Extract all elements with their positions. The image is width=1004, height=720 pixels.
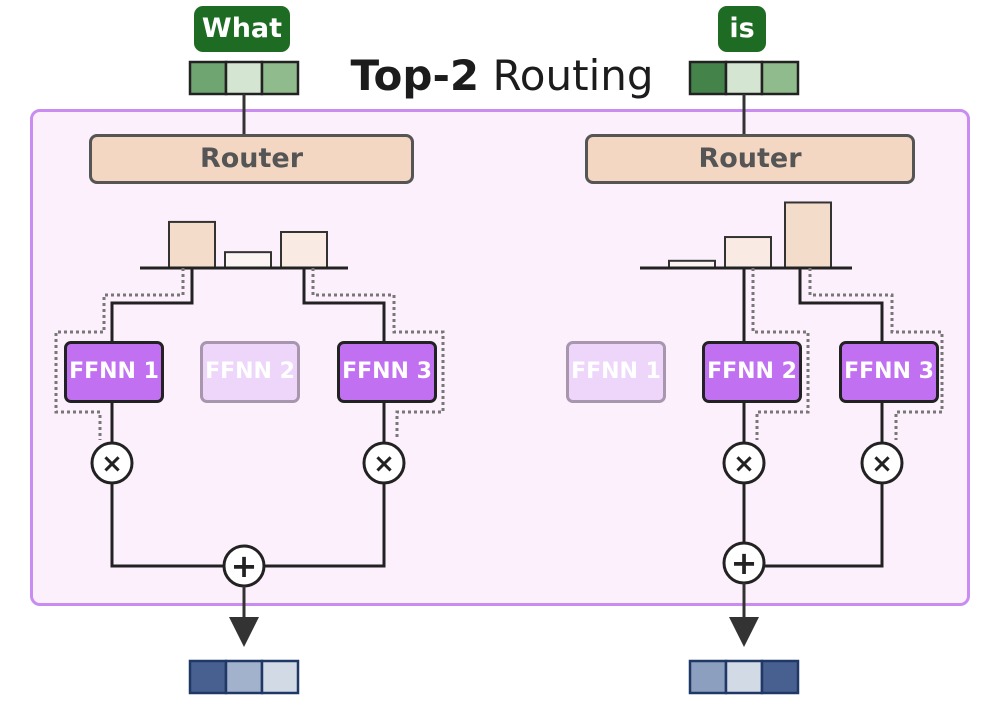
input-cell [260, 60, 300, 96]
token-label-what: What [194, 6, 290, 52]
router-prob-bar-expert-1 [168, 220, 216, 269]
routing-path-right [742, 268, 884, 568]
expert-label: FFNN 1 [571, 359, 661, 384]
expert-ffnn3-left: FFNN 3 [337, 341, 437, 403]
expert-label: FFNN 3 [844, 359, 934, 384]
router-prob-bar-expert-2 [224, 251, 272, 270]
title-rest: Routing [492, 51, 654, 100]
output-cell [688, 659, 728, 695]
multiply-operator-right-3: × [860, 441, 904, 485]
moe-layer-panel [30, 109, 970, 606]
input-cell [724, 60, 764, 96]
multiply-operator-left-3: × [362, 441, 406, 485]
router-distribution-left [168, 220, 328, 270]
expert-ffnn1-right: FFNN 1 [566, 341, 666, 403]
expert-ffnn1-left: FFNN 1 [64, 341, 164, 403]
diagram-title: Top-2 Routing [0, 48, 1004, 104]
input-vector-what [188, 60, 300, 96]
input-cell [688, 60, 728, 96]
output-vector-right [688, 659, 800, 695]
add-symbol: + [231, 547, 258, 585]
router-prob-bar-expert-2 [724, 236, 772, 269]
expert-label: FFNN 2 [707, 359, 797, 384]
title-bold: Top-2 [350, 51, 480, 100]
routing-path-left [110, 268, 386, 568]
expert-label: FFNN 1 [69, 359, 159, 384]
add-operator-left: + [222, 544, 266, 588]
output-vector-left [188, 659, 300, 695]
multiply-symbol: × [871, 449, 893, 479]
add-operator-right: + [722, 541, 766, 585]
gate-weight-path-right [751, 268, 944, 440]
output-cell [188, 659, 228, 695]
output-cell [224, 659, 264, 695]
input-cell [760, 60, 800, 96]
input-cell [188, 60, 228, 96]
expert-label: FFNN 3 [342, 359, 432, 384]
expert-label: FFNN 2 [205, 359, 295, 384]
add-symbol: + [731, 544, 758, 582]
expert-ffnn2-right: FFNN 2 [702, 341, 802, 403]
expert-ffnn2-left: FFNN 2 [200, 341, 300, 403]
output-cell [760, 659, 800, 695]
input-cell [224, 60, 264, 96]
router-box-right: Router [585, 134, 915, 184]
multiply-symbol: × [733, 449, 755, 479]
multiply-symbol: × [373, 449, 395, 479]
router-box-left: Router [89, 134, 414, 184]
output-cell [260, 659, 300, 695]
router-prob-bar-expert-3 [280, 231, 328, 269]
multiply-symbol: × [101, 449, 123, 479]
router-prob-bar-expert-3 [784, 201, 832, 269]
output-cell [724, 659, 764, 695]
multiply-operator-right-2: × [722, 441, 766, 485]
expert-ffnn3-right: FFNN 3 [839, 341, 939, 403]
multiply-operator-left-1: × [90, 441, 134, 485]
token-label-is: is [718, 6, 766, 52]
gate-weight-path-left [54, 268, 445, 440]
router-distribution-right [668, 201, 832, 269]
input-vector-is [688, 60, 800, 96]
